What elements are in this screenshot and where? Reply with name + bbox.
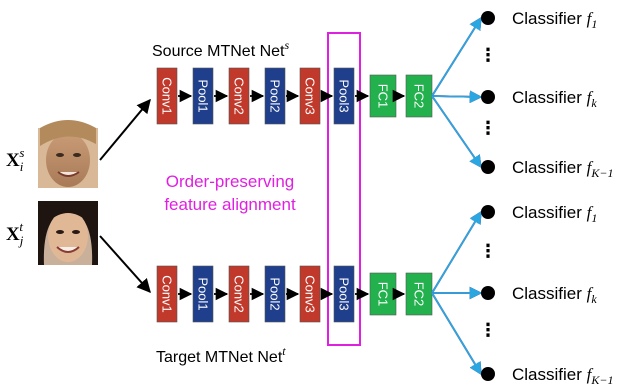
source-pool2-label: Pool2	[268, 79, 283, 112]
target-input-arrow	[99, 235, 151, 294]
target-pool1-block	[192, 265, 214, 323]
target-classifier-heads: Classifier f1 Classifier fk Classifier fK−…	[431, 203, 613, 387]
target-pool2-label: Pool2	[268, 277, 283, 310]
target-ellipsis: ⋮	[479, 241, 497, 262]
alignment-label-line2: feature alignment	[164, 195, 296, 214]
source-classifier-arrow	[431, 95, 482, 169]
source-input-arrow	[99, 98, 151, 161]
target-fc2-label: FC2	[412, 282, 427, 307]
source-conv1-block	[156, 67, 178, 125]
source-fc2-label: FC2	[412, 84, 427, 109]
target-pool2-block	[264, 265, 286, 323]
target-classifier-arrow	[431, 292, 482, 376]
source-fc1-label: FC1	[376, 84, 391, 109]
target-conv3-label: Conv3	[303, 275, 318, 313]
source-conv3-label: Conv3	[303, 77, 318, 115]
target-fc2-block	[405, 272, 433, 316]
target-fc1-label: FC1	[376, 282, 391, 307]
target-network-title: Target MTNet Nett	[156, 344, 286, 366]
source-pool1-label: Pool1	[196, 79, 211, 112]
target-classifier-node	[481, 367, 495, 381]
alignment-box	[327, 32, 361, 346]
source-classifier-label: Classifier fK−1	[512, 158, 613, 180]
target-classifier-label: Classifier fk	[512, 284, 597, 306]
source-classifier-arrow	[431, 90, 483, 104]
source-conv2-block	[228, 67, 250, 125]
source-conv1-label: Conv1	[160, 77, 175, 115]
source-fc2-block	[405, 74, 433, 118]
alignment-label-line1: Order-preserving	[166, 172, 295, 191]
target-classifier-node	[481, 205, 495, 219]
target-pool1-label: Pool1	[196, 277, 211, 310]
target-pool3-block	[333, 265, 355, 323]
source-classifier-label: Classifier f1	[512, 9, 597, 31]
source-pool1-block	[192, 67, 214, 125]
target-classifier-label: Classifier f1	[512, 203, 597, 225]
source-pool3-label: Pool3	[337, 79, 352, 112]
target-face-image	[38, 201, 98, 265]
target-layer-stack: Conv1 Pool1 Conv2 Pool2 Conv3 Pool3 FC1 FC2	[156, 265, 433, 323]
target-classifier-arrow	[431, 210, 482, 294]
target-conv1-block	[156, 265, 178, 323]
source-input-label: Xis	[6, 145, 24, 174]
target-conv2-label: Conv2	[232, 275, 247, 313]
source-classifier-node	[481, 90, 495, 104]
source-ellipsis: ⋮	[479, 118, 497, 139]
source-classifier-arrow	[431, 16, 482, 97]
target-ellipsis: ⋮	[479, 320, 497, 341]
source-face-image	[38, 120, 98, 188]
source-network-title: Source MTNet Nets	[152, 38, 289, 60]
target-pool3-label: Pool3	[337, 277, 352, 310]
target-fc1-block	[369, 272, 397, 316]
source-conv3-block	[299, 67, 321, 125]
target-input-label: Xjt	[6, 219, 24, 248]
target-conv3-block	[299, 265, 321, 323]
target-classifier-node	[481, 286, 495, 300]
source-classifier-label: Classifier fk	[512, 88, 597, 110]
source-classifier-node	[481, 11, 495, 25]
source-pool3-block	[333, 67, 355, 125]
source-ellipsis: ⋮	[479, 45, 497, 66]
target-conv2-block	[228, 265, 250, 323]
source-classifier-node	[481, 160, 495, 174]
source-conv2-label: Conv2	[232, 77, 247, 115]
source-layer-stack: Conv1 Pool1 Conv2 Pool2 Conv3 Pool3 FC1 FC2	[156, 67, 433, 125]
target-conv1-label: Conv1	[160, 275, 175, 313]
source-classifier-heads: Classifier f1 Classifier fk Classifier fK−…	[431, 9, 613, 180]
source-pool2-block	[264, 67, 286, 125]
target-classifier-label: Classifier fK−1	[512, 365, 613, 387]
